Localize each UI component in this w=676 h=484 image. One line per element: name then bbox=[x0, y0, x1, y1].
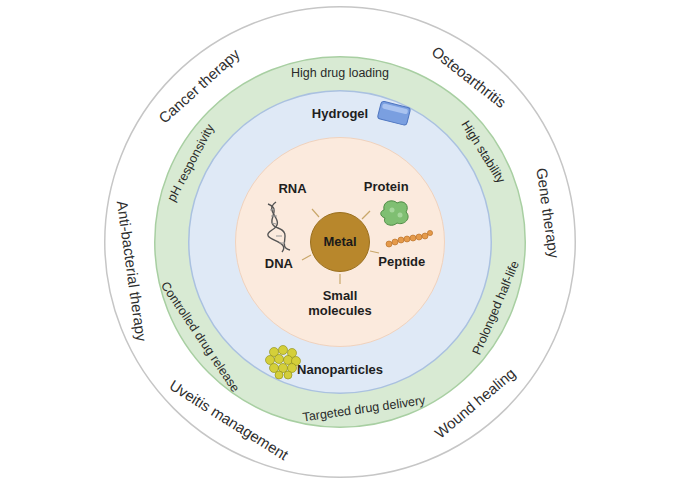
ring-label: High drug loading bbox=[291, 66, 389, 80]
hydrogel-icon bbox=[377, 101, 410, 126]
nanoparticle-icon bbox=[266, 346, 301, 380]
metal-circle: Metal bbox=[310, 212, 370, 272]
ring-label: Metal bbox=[323, 235, 356, 250]
ring-label: Peptide bbox=[378, 255, 425, 270]
ring-label: Protein bbox=[364, 179, 409, 194]
cargo-circle: RNA ProteinDNA PeptideSmall molecules Metal bbox=[235, 137, 445, 347]
ring-label: Nanoparticles bbox=[297, 363, 383, 378]
ring-label: Hydrogel bbox=[312, 107, 368, 122]
property-ring: High drug loadingHigh stabilityProlonged… bbox=[154, 56, 526, 428]
protein-icon bbox=[381, 201, 408, 225]
ring-label: Small molecules bbox=[300, 289, 380, 319]
application-ring: Cancer therapyOsteoarthritisGene therapy… bbox=[104, 6, 576, 478]
metal-spokes bbox=[302, 209, 379, 284]
carrier-ring: HydrogelNanoparticles RNA ProteinDNA Peptid… bbox=[188, 90, 492, 394]
peptide-icon bbox=[386, 230, 433, 247]
dna-helix-icon bbox=[268, 202, 290, 252]
ring-label: DNA bbox=[265, 257, 293, 272]
ring-label: RNA bbox=[278, 182, 306, 197]
